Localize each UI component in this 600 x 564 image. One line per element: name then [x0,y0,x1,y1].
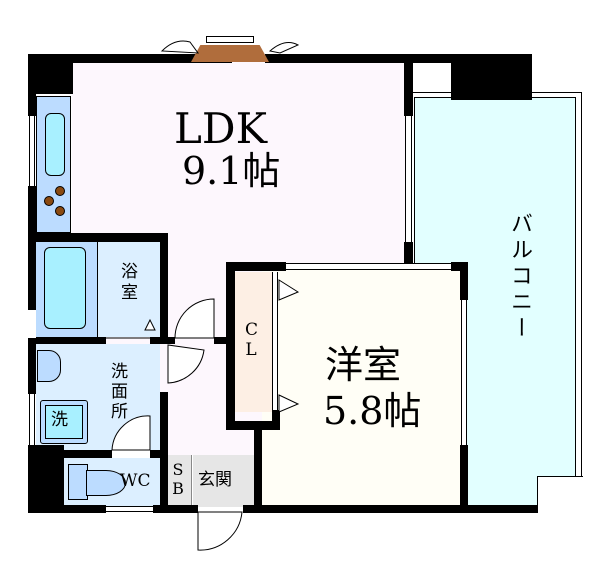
stove-burner [55,186,65,196]
closet-label-text: CL [245,320,259,361]
door-washroom-hall [167,344,205,384]
sink [45,113,65,176]
wall-ldk-mid-top [214,337,234,344]
closet-floor [234,272,272,412]
wc-label: WC [120,471,151,491]
balcony-notch [537,476,583,512]
closet-label: CL [245,320,263,361]
shoebox-label-text: SB [172,460,184,499]
window-washroom [29,394,35,445]
wall-left [28,54,36,116]
toilet-bowl [86,470,126,496]
wall-closet-bottom [226,421,280,430]
wall-wc-top [64,450,112,458]
bath-label: 浴室 [117,262,137,304]
wall-bottom-mid [153,505,198,513]
stove-burner [44,196,54,206]
wall-ldk-right-lower [404,242,413,264]
closet-door[interactable] [272,272,278,410]
western-room-floor [262,268,462,506]
wall-closet-top [226,262,286,271]
bay-window [191,45,269,62]
wall-bath-bottom [36,337,106,344]
wall-bath-bottom-r [150,337,175,344]
bathtub [44,247,86,329]
wall-closet-left [226,262,235,430]
wall-corner-block-right [451,54,532,100]
door-entrance [197,511,243,551]
entrance-label: 玄関 [198,470,232,490]
wall-western-top-right [451,262,467,271]
entrance-floor [193,455,255,507]
stove-burner [55,206,65,216]
wall-bottom-right [243,505,538,513]
wall-western-right [460,262,468,300]
bath-vent [144,318,156,331]
sliding-door-western[interactable] [286,263,451,270]
wall-left-bottom [28,445,64,511]
western-name: 洋室 [325,343,402,387]
balcony-label: バルコニー [507,212,532,342]
wash-basin [37,350,61,382]
window-ldk-balcony [405,116,412,242]
wall-bottom [28,505,106,513]
wall-ldk-right [404,54,413,116]
shoebox-label: SB [172,460,184,498]
wall-wc-top-r [150,450,168,458]
wall-left-mid [28,186,36,310]
closet-hinge-top [278,279,300,301]
bay-window-glass [206,36,254,43]
wall-closet-right-stub [272,410,280,430]
door-wc [111,415,151,451]
wall-left-lower [28,338,36,394]
wall-bath-top [36,233,168,242]
closet-hinge-bottom [278,394,300,413]
window-western-balcony [461,300,467,445]
washroom-label: 洗面所 [107,362,127,422]
door-ldk [174,298,215,339]
wall-bath-right [160,233,168,341]
shoebox [168,455,192,507]
western-size: 5.8帖 [323,389,422,433]
window-wc [106,506,153,512]
wall-top-right [265,54,532,63]
window-kitchen [29,116,35,186]
ldk-name: LDK [174,104,267,153]
wall-western-left [254,421,262,511]
washer-label: 洗 [51,410,68,430]
bay-casement-left [160,40,200,54]
wall-western-right-lower [460,445,468,511]
ldk-size: 9.1帖 [182,149,281,193]
wall-top [28,54,232,63]
bay-casement-right [268,42,300,54]
washing-machine-inner [45,405,83,439]
